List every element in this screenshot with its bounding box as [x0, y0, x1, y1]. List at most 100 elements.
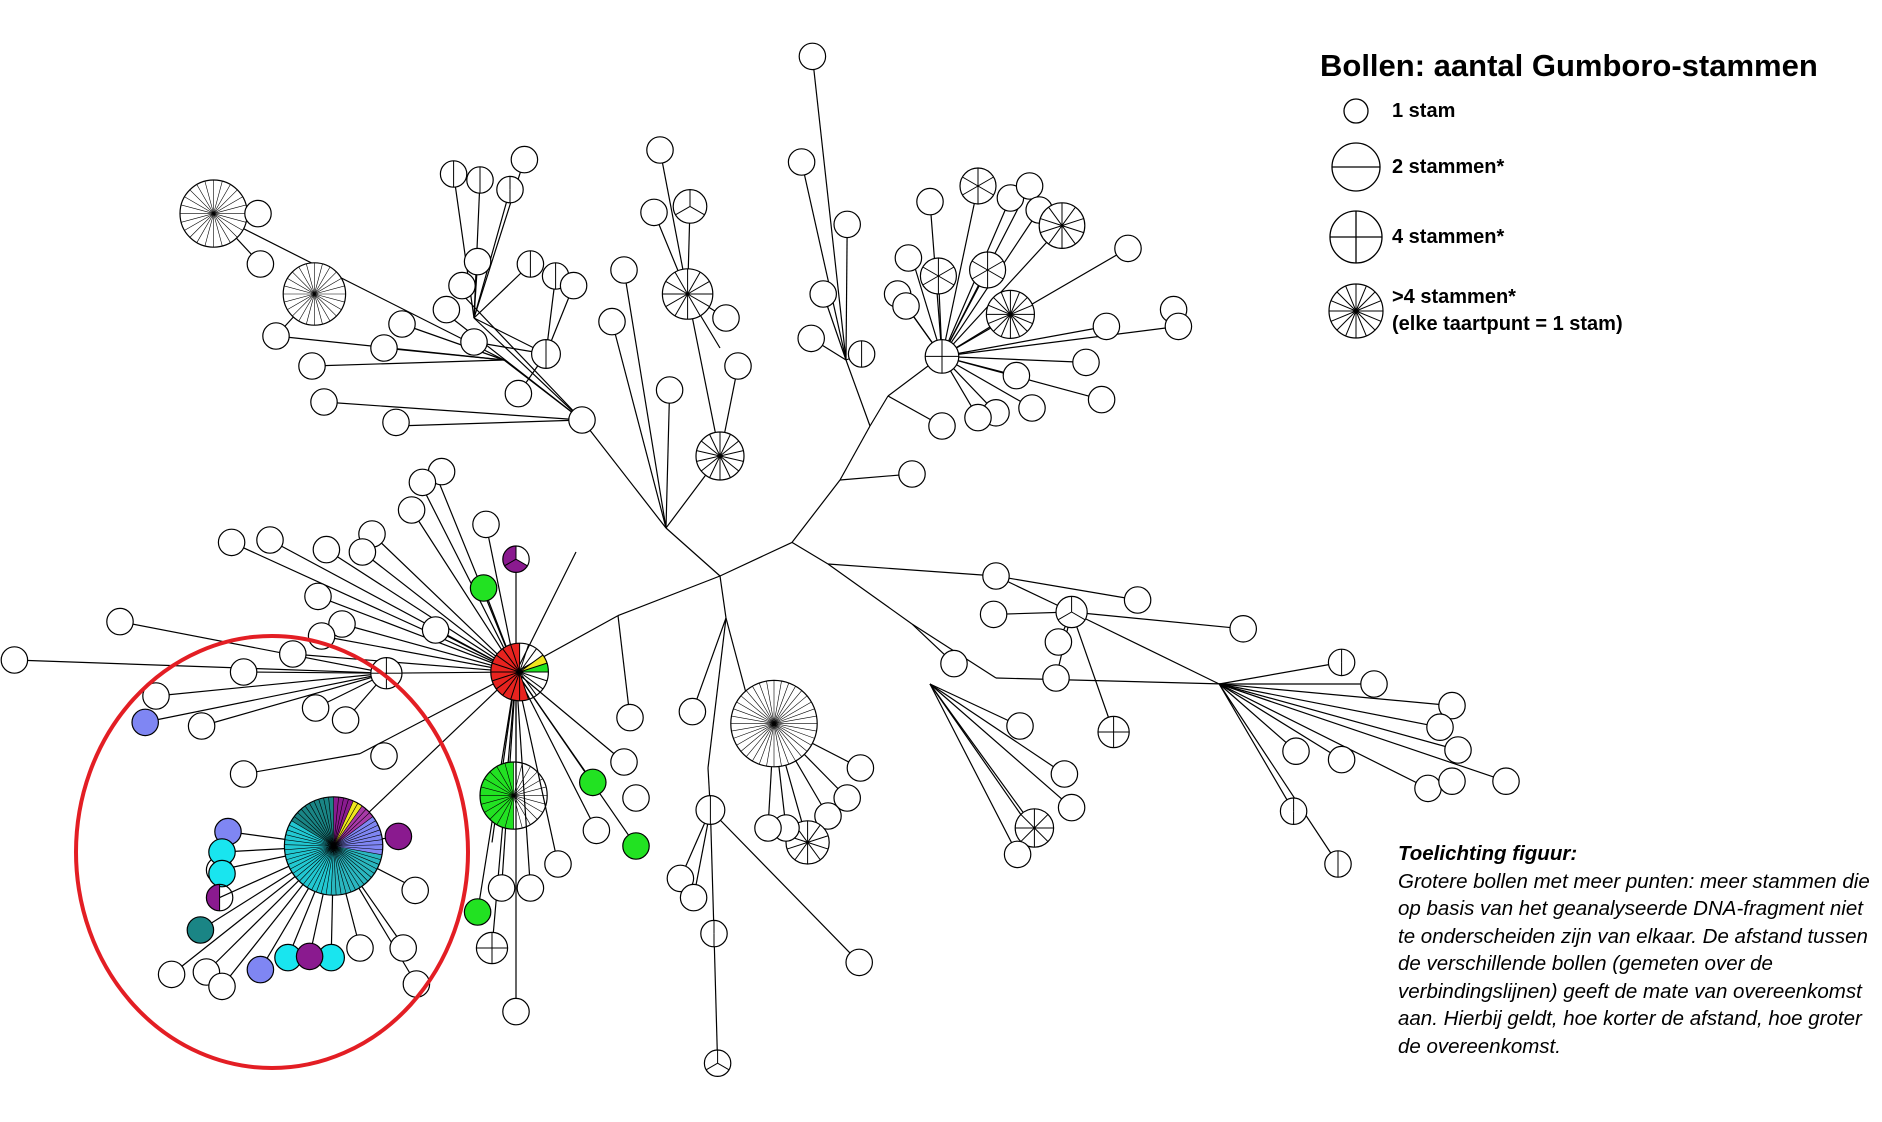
- tree-edge: [665, 527, 721, 577]
- tree-edge: [709, 809, 860, 963]
- strain-node: [1072, 348, 1100, 377]
- strain-node: [724, 352, 752, 380]
- strain-node: [1003, 840, 1032, 869]
- strain-node: [919, 257, 958, 295]
- legend-label: 2 stammen*: [1392, 155, 1505, 178]
- strain-node-purple-half: [205, 883, 234, 912]
- strain-node: [730, 679, 818, 768]
- tree-edge: [231, 541, 517, 673]
- strain-node-cyan-cluster: [283, 796, 384, 896]
- strain-node: [256, 526, 284, 554]
- strain-node: [460, 328, 488, 356]
- strain-node: [262, 322, 290, 350]
- strain-node: [516, 250, 545, 278]
- tree-edge: [411, 509, 517, 673]
- strain-node: [559, 271, 588, 300]
- strain-node: [187, 712, 216, 740]
- tree-edge: [317, 595, 517, 673]
- strain-node-cyan: [208, 859, 236, 888]
- tree-edge: [473, 189, 511, 319]
- strain-node: [814, 802, 842, 830]
- strain-node: [246, 250, 275, 278]
- strain-node: [1327, 648, 1356, 677]
- strain-node: [754, 814, 782, 842]
- tree-edge: [473, 317, 583, 421]
- strain-node: [1414, 774, 1442, 803]
- tree-edge: [1071, 611, 1115, 733]
- strain-node: [504, 379, 533, 408]
- strain-node: [208, 972, 236, 1001]
- tree-edge: [321, 635, 517, 673]
- tree-edge: [719, 575, 727, 619]
- strain-node: [940, 649, 968, 678]
- strain-node: [1042, 664, 1070, 692]
- strain-node: [845, 948, 873, 977]
- strain-node: [678, 697, 707, 726]
- strain-node: [894, 244, 923, 272]
- strain-node: [1114, 234, 1142, 263]
- strain-node: [1055, 595, 1088, 629]
- strain-node: [1002, 361, 1031, 390]
- tree-edge: [941, 247, 1129, 357]
- strain-node: [700, 919, 728, 948]
- tree-edge: [719, 541, 793, 577]
- strain-node: [846, 754, 875, 782]
- strain-node: [1164, 312, 1193, 341]
- strain-node: [510, 145, 539, 174]
- strain-node: [712, 304, 740, 332]
- strain-node: [463, 247, 492, 276]
- strain-node: [833, 784, 861, 812]
- tree-edge: [1218, 683, 1295, 812]
- legend-pie: [1328, 283, 1384, 339]
- strain-node: [1426, 713, 1454, 741]
- strain-node: [401, 876, 429, 905]
- strain-node: [646, 136, 674, 164]
- strain-node: [1282, 737, 1310, 765]
- tree-edge: [515, 671, 531, 889]
- tree-edge: [707, 617, 727, 769]
- tree-edge: [1218, 683, 1429, 789]
- tree-edge: [323, 401, 583, 421]
- tree-edge: [341, 623, 517, 673]
- legend-circle-many: [1320, 280, 1392, 342]
- tree-edge: [362, 551, 517, 673]
- tree-edge: [811, 56, 847, 361]
- tree-edge: [791, 479, 841, 543]
- strain-node: [106, 607, 134, 636]
- strain-node: [672, 188, 708, 224]
- strain-node: [695, 431, 745, 481]
- strain-node: [655, 376, 684, 404]
- tree-edge: [869, 395, 889, 427]
- tree-edge: [1218, 683, 1297, 752]
- strain-node-teal: [186, 916, 215, 944]
- strain-node-periwinkle: [131, 708, 159, 737]
- strain-node: [217, 528, 246, 557]
- explanation-body: Grotere bollen met meer punten: meer sta…: [1398, 869, 1870, 1058]
- strain-node: [421, 616, 450, 644]
- strain-node: [598, 307, 626, 336]
- strain-node: [1279, 797, 1308, 825]
- tree-edge: [1071, 611, 1244, 630]
- strain-node: [898, 460, 926, 488]
- strain-node: [397, 496, 426, 524]
- legend-circle-1: [1320, 96, 1392, 126]
- tree-edge: [995, 575, 1138, 601]
- tree-edge: [839, 425, 871, 481]
- strain-node: [985, 289, 1036, 339]
- tree-edge: [14, 659, 387, 674]
- strain-node: [370, 742, 398, 770]
- strain-node-green: [578, 768, 607, 797]
- strain-node: [0, 646, 29, 674]
- strain-node: [388, 310, 416, 338]
- tree-edge: [827, 563, 913, 625]
- legend-note: (elke taartpunt = 1 stam): [1392, 313, 1623, 335]
- tree-edge: [929, 683, 1019, 855]
- tree-edge: [359, 671, 517, 755]
- strain-node: [229, 760, 258, 788]
- strain-node: [448, 271, 476, 300]
- strain-node: [382, 408, 410, 437]
- strain-node: [968, 251, 1007, 289]
- tree-edge: [243, 671, 387, 674]
- legend-item-many-strains: >4 stammen* (elke taartpunt = 1 stam): [1320, 280, 1880, 342]
